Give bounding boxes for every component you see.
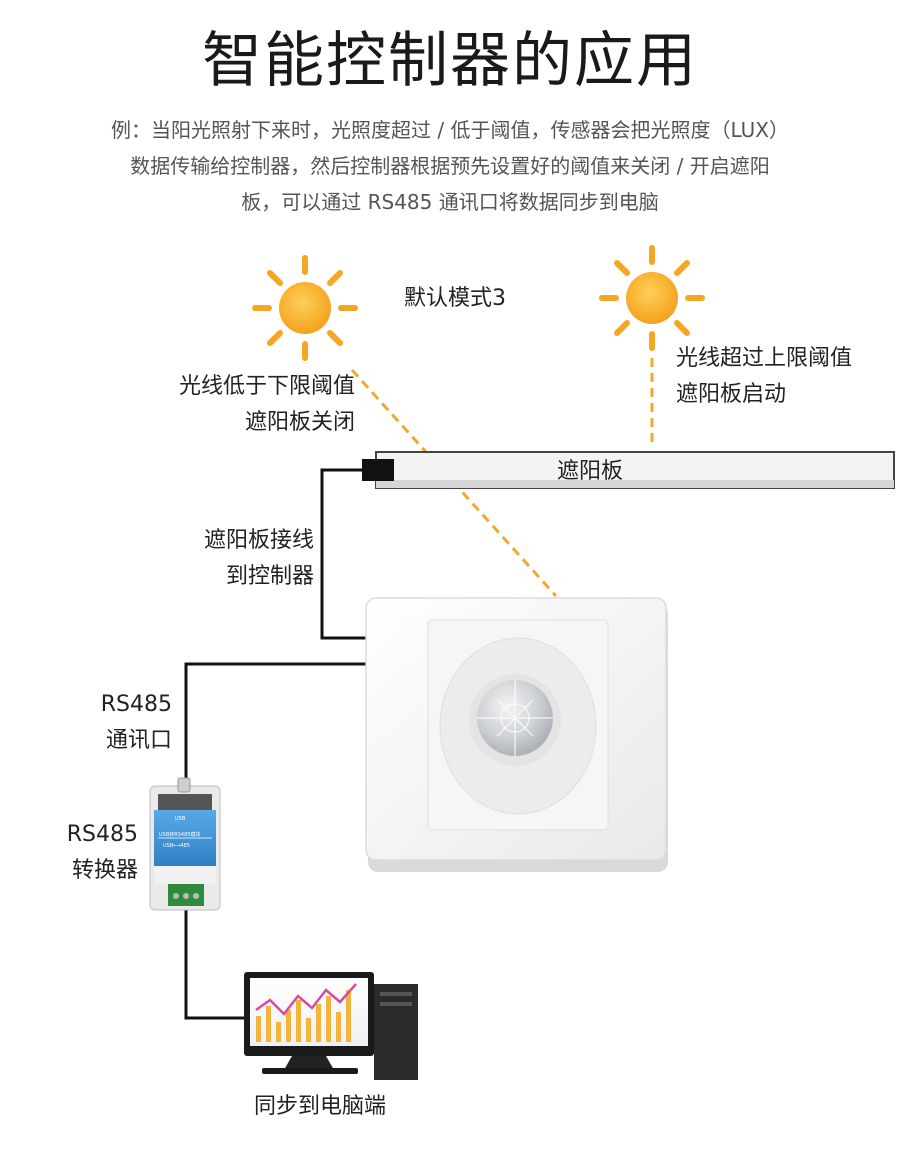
right-sun-label-line-2: 遮阳板启动 [676,382,787,407]
converter-label-line-1: RS485 [66,822,138,847]
computer-icon [244,972,418,1080]
sun-icon [599,245,705,351]
converter-module-text: USB转RS485模块 [159,831,200,838]
wire [184,468,372,1020]
converter-module: USB USB转RS485模块 USB⟷485 [149,777,221,911]
wiring-label-line-1: 遮阳板接线 [203,528,314,553]
right-sun-label-line-1: 光线超过上限阈值 [676,346,853,371]
description-line-2: 数据传输给控制器，然后控制器根据预先设置好的阈值来关闭 / 开启遮阳 [130,154,770,178]
description-line-1: 例：当阳光照射下来时，光照度超过 / 低于阈值，传感器会把光照度（LUX） [111,118,789,142]
description-line-3: 板，可以通过 RS485 通讯口将数据同步到电脑 [241,190,659,214]
controller-device [365,597,668,872]
converter-label-line-2: 转换器 [71,858,138,883]
sun-icon [252,255,358,361]
left-sun-label-line-1: 光线低于下限阈值 [178,374,355,399]
pc-label: 同步到电脑端 [254,1094,387,1119]
rs485-port-label-line-2: 通讯口 [105,728,172,753]
sunshade-bar [362,451,895,489]
converter-usb-text: USB [175,816,186,822]
wiring-label-line-2: 到控制器 [225,564,314,589]
converter-arrow-text: USB⟷485 [163,843,190,849]
left-sun-label-line-2: 遮阳板关闭 [244,410,355,435]
mode-label: 默认模式3 [404,286,506,311]
page-title: 智能控制器的应用 [202,26,698,96]
rs485-port-label-line-1: RS485 [100,692,172,717]
sunshade-label: 遮阳板 [556,459,623,484]
